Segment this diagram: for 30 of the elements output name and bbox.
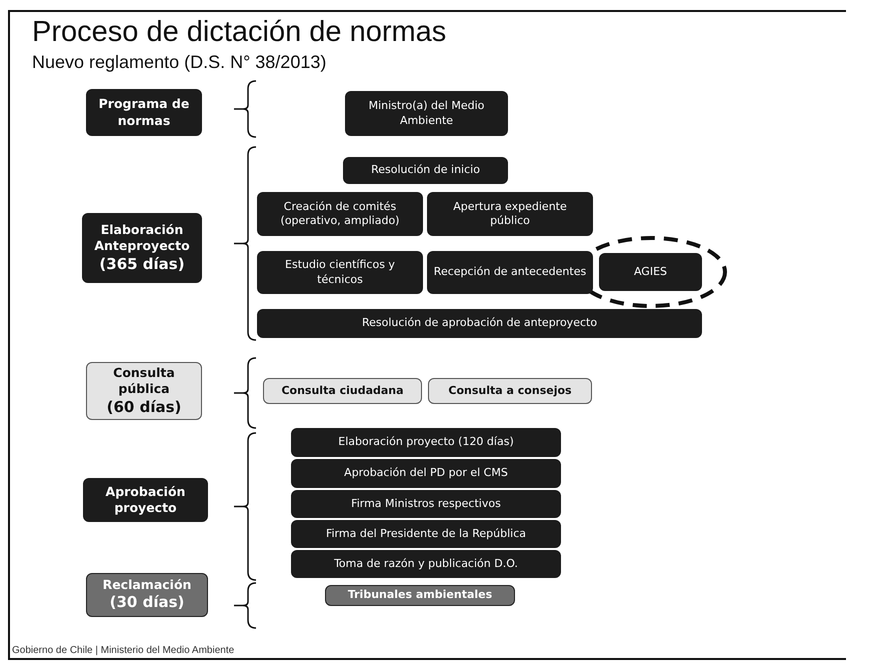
step-box: Toma de razón y publicación D.O.	[291, 550, 561, 578]
stage-label: Reclamación	[102, 577, 192, 594]
duration-label: (60 días)	[106, 398, 182, 417]
step-box: Creación de comités (operativo, ampliado)	[257, 192, 423, 236]
footer-text: Gobierno de Chile | Ministerio del Medio Ambiente	[12, 645, 234, 656]
step-box: Ministro(a) del Medio Ambiente	[345, 91, 508, 136]
duration-label: (30 días)	[110, 593, 184, 613]
step-box: Resolución de aprobación de anteproyecto	[257, 309, 702, 338]
subtitle: Nuevo reglamento (D.S. N° 38/2013)	[32, 52, 326, 73]
step-box: Consulta ciudadana	[263, 378, 422, 404]
stage-box: Programa de normas	[86, 89, 202, 136]
stage-box	[86, 573, 208, 617]
stage-box	[86, 362, 202, 420]
step-box: Tribunales ambientales	[325, 585, 515, 606]
step-box: Aprobación del PD por el CMS	[291, 459, 561, 488]
slide-title: Proceso de dictación de normas	[32, 16, 446, 49]
step-box: Apertura expediente público	[427, 192, 593, 236]
step-box: Recepción de antecedentes	[427, 251, 593, 294]
step-box: Consulta a consejos	[428, 378, 592, 404]
step-box: Firma del Presidente de la República	[291, 520, 561, 548]
step-box: Resolución de inicio	[343, 157, 508, 184]
step-box: AGIES	[599, 253, 702, 291]
step-box: Elaboración proyecto (120 días)	[291, 428, 561, 457]
stage-box	[82, 213, 202, 283]
duration-label: (365 días)	[99, 254, 185, 274]
stage-label: Consulta pública	[112, 365, 176, 398]
step-box: Firma Ministros respectivos	[291, 490, 561, 518]
stage-box: Aprobación proyecto	[83, 478, 208, 522]
stage-label: Elaboración Anteproyecto	[93, 222, 191, 254]
step-box: Estudio científicos y técnicos	[257, 251, 423, 294]
